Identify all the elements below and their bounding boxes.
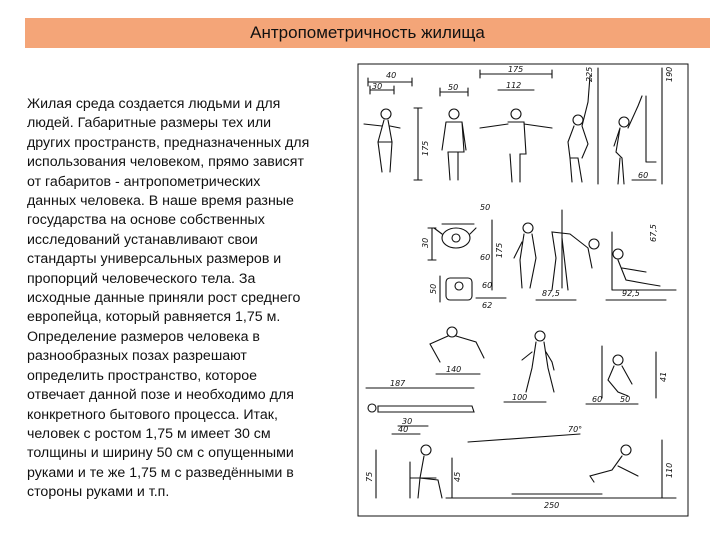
dim-line-30 — [369, 85, 395, 95]
dim-label-30-e: 30 — [402, 417, 412, 426]
anthropometric-drawing: 40 30 50 175 112 225 190 175 60 50 30 50… — [357, 63, 689, 517]
body-line: пропорций человеческого тела. За — [27, 270, 256, 287]
figure-seated-chair — [409, 444, 443, 499]
dim-label-250: 250 — [544, 501, 559, 510]
figure-sitting-floor — [611, 231, 677, 291]
dim-line-175-side — [413, 107, 423, 181]
standing-figure-arms-spread — [479, 108, 553, 183]
body-line: государства на основе собственных — [27, 212, 265, 229]
body-line: людей. Габаритные размеры тех или — [27, 115, 272, 132]
figure-frame — [357, 63, 689, 517]
dim-label-41: 41 — [659, 372, 668, 382]
dim-label-175: 175 — [508, 65, 523, 74]
body-line: данных человека. В наше время разные — [27, 193, 294, 210]
dim-label-92-5: 92,5 — [622, 289, 640, 298]
figure-top-view-armchair — [445, 277, 473, 301]
figure-crouching — [601, 345, 633, 399]
body-line: использования человеком, прямо зависят — [27, 154, 304, 171]
dim-line-40 — [367, 77, 413, 87]
body-line: от габаритов - антропометрических — [27, 173, 261, 190]
dim-label-110: 110 — [665, 463, 674, 478]
body-line: стороны руками и т.п. — [27, 484, 170, 501]
figure-walking — [513, 222, 537, 289]
figure-top-view-seated — [433, 227, 477, 249]
dim-label-45: 45 — [453, 472, 462, 482]
body-line: исследований устанавливают свои — [27, 231, 258, 248]
body-line: Жилая среда создается людьми и для — [27, 96, 281, 112]
dim-line-70deg — [467, 433, 581, 443]
body-line: руками и те же 1,75 м с разведёнными в — [27, 464, 294, 481]
dim-label-50-c: 50 — [429, 284, 438, 294]
figure-bending — [551, 231, 600, 291]
dim-line-50 — [439, 87, 469, 97]
dim-label-87-5: 87,5 — [542, 289, 560, 298]
dim-label-40-e: 40 — [398, 425, 408, 434]
body-line: толщины и ширину 50 см с опущенными — [27, 445, 294, 462]
dim-label-60-b: 60 — [480, 253, 490, 262]
dim-label-50-d: 50 — [620, 395, 630, 404]
figure-kneeling-bent — [429, 326, 485, 363]
dim-line-30-b — [427, 227, 437, 261]
body-line: стандарты универсальных размеров и — [27, 251, 282, 268]
dim-label-67-5: 67,5 — [649, 224, 658, 242]
figure-lying — [367, 403, 475, 413]
dim-label-175-b: 175 — [495, 243, 504, 258]
dim-label-60: 60 — [638, 171, 648, 180]
dim-label-75: 75 — [365, 472, 374, 482]
figure-reclining — [589, 444, 639, 483]
body-line: европейца, который равняется 1,75 м. — [27, 309, 281, 326]
slide-title: Антропометричность жилища — [250, 23, 485, 42]
title-bar: Антропометричность жилища — [25, 18, 710, 48]
dim-label-60-c: 60 — [482, 281, 492, 290]
dim-label-190: 190 — [665, 67, 674, 82]
dim-label-140: 140 — [446, 365, 461, 374]
dim-label-175-side: 175 — [421, 141, 430, 156]
standing-figure-front — [441, 108, 467, 181]
dim-label-225: 225 — [585, 67, 594, 82]
body-line: определить пространство, которое — [27, 367, 258, 384]
body-line: конкретного бытового процесса. Итак, — [27, 406, 278, 423]
anthropometric-figure: 40 30 50 175 112 225 190 175 60 50 30 50… — [356, 62, 690, 518]
dim-label-40: 40 — [386, 71, 396, 80]
body-line: разнообразных позах разрешают — [27, 348, 247, 365]
dim-label-50-b: 50 — [480, 203, 490, 212]
body-line: отвечает данной позе и необходимо для — [27, 387, 294, 404]
dim-label-187: 187 — [390, 379, 406, 388]
body-line: исходные данные приняли рост среднего — [27, 290, 301, 307]
standing-figure-arm-forward — [363, 108, 401, 173]
dim-label-60-d: 60 — [592, 395, 602, 404]
dim-label-100: 100 — [512, 393, 527, 402]
body-line: Определение размеров человека в — [27, 328, 260, 345]
dim-label-30-b: 30 — [421, 238, 430, 248]
dim-label-62: 62 — [482, 301, 492, 310]
dim-label-112: 112 — [506, 81, 521, 90]
body-text: Жилая среда создается людьми и для людей… — [27, 95, 333, 515]
standing-figure-reaching — [613, 95, 657, 185]
dim-label-50: 50 — [448, 83, 458, 92]
figure-standing-bag — [521, 330, 555, 393]
dim-label-30: 30 — [372, 82, 382, 91]
dim-line-175-top — [479, 69, 553, 79]
standing-figure-arm-raised — [567, 75, 591, 183]
dim-label-70deg: 70° — [568, 425, 582, 434]
body-line: человек с ростом 1,75 м имеет 30 см — [27, 425, 271, 442]
body-line: других пространств, предназначенных для — [27, 134, 310, 151]
